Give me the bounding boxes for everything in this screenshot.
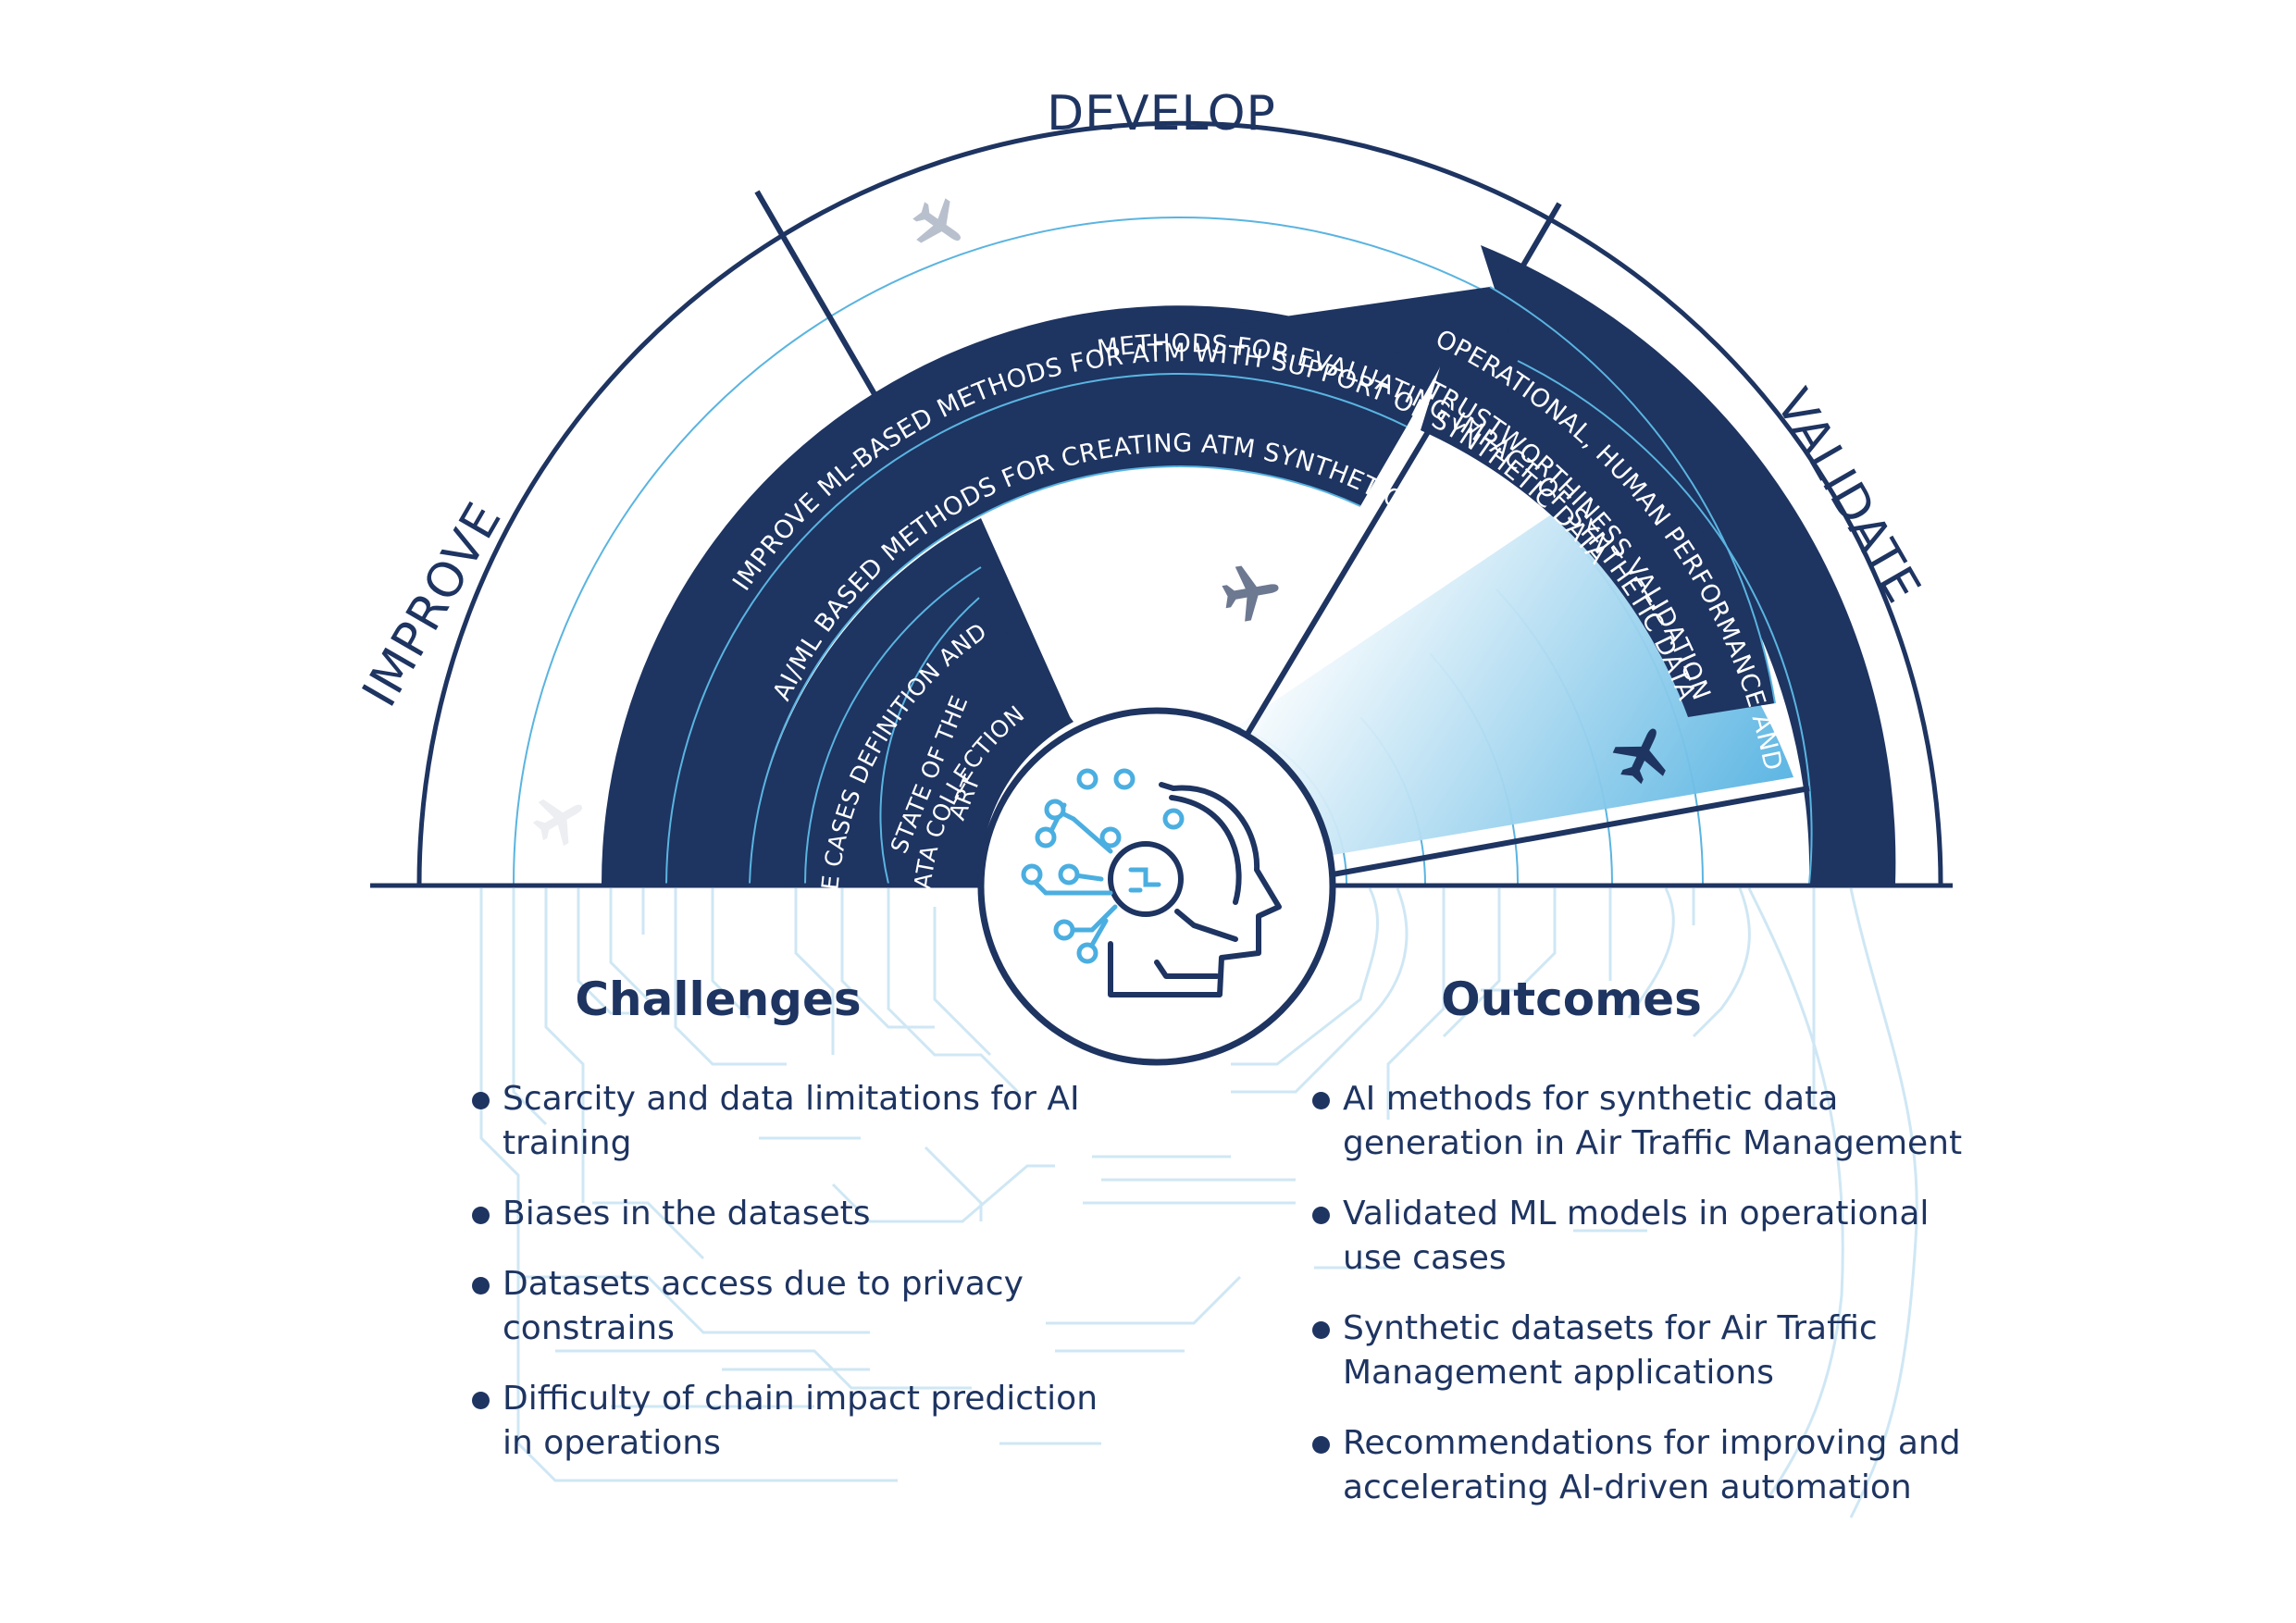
bullet-icon — [472, 1277, 490, 1295]
bullet-icon — [1312, 1321, 1330, 1339]
band-state — [880, 598, 1074, 884]
airplane-icon — [1219, 560, 1284, 625]
airplane-icon — [904, 190, 974, 260]
bullet-icon — [472, 1207, 490, 1224]
bullet-icon — [1312, 1436, 1330, 1454]
list-item: Validated ML models in operational use c… — [1312, 1192, 1979, 1281]
list-item: Synthetic datasets for Air Traffic Manag… — [1312, 1307, 1979, 1395]
bullet-icon — [472, 1092, 490, 1109]
circuit-traces — [479, 887, 1918, 1518]
list-item: AI methods for synthetic data generation… — [1312, 1077, 1979, 1166]
outcomes-heading: Outcomes — [1441, 973, 1702, 1026]
list-item: Difficulty of chain impact prediction in… — [472, 1377, 1120, 1466]
list-item: Recommendations for improving and accele… — [1312, 1421, 1979, 1510]
bullet-icon — [1312, 1092, 1330, 1109]
bullet-icon — [1312, 1207, 1330, 1224]
phase-improve-label: IMPROVE — [353, 493, 514, 716]
phase-develop-label: DEVELOP — [1047, 86, 1276, 142]
band-ai-ml — [666, 373, 1407, 885]
bullet-icon — [472, 1392, 490, 1409]
ai-head-icon — [977, 707, 1336, 1066]
challenges-list: Scarcity and data limitations for AI tra… — [472, 1077, 1120, 1492]
outer-arc — [416, 120, 1943, 885]
divider-lines — [754, 190, 1810, 877]
list-item: Datasets access due to privacy constrain… — [472, 1262, 1120, 1351]
band-improve-ml — [602, 305, 1440, 884]
list-item: Biases in the datasets — [472, 1192, 1120, 1236]
airplane-icon — [525, 784, 595, 854]
list-item: Scarcity and data limitations for AI tra… — [472, 1077, 1120, 1166]
band-operational — [1481, 245, 1896, 884]
outcomes-list: AI methods for synthetic data generation… — [1312, 1077, 1979, 1536]
challenges-heading: Challenges — [575, 973, 861, 1026]
